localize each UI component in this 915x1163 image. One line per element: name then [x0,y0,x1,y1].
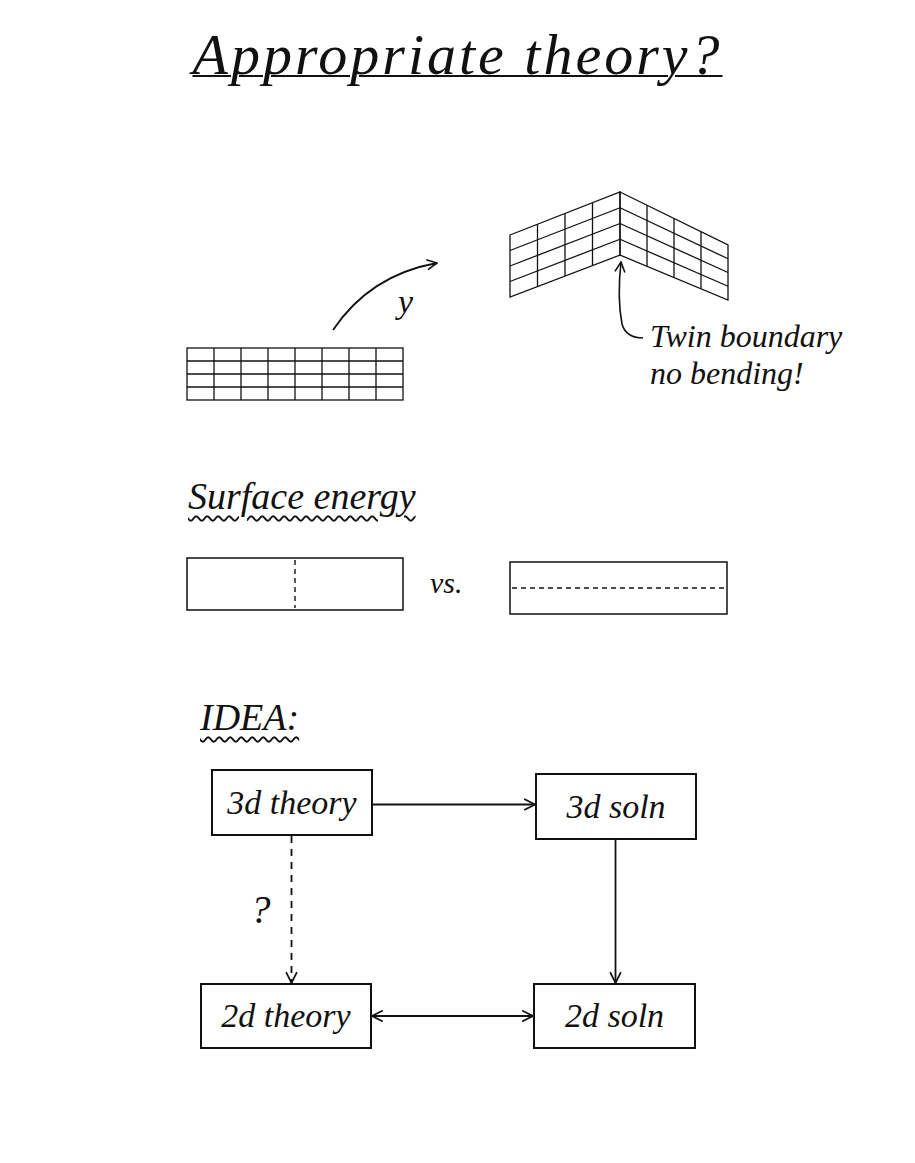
horizontal-cut [512,587,725,588]
leader-line [619,262,622,324]
edge-label: ? [248,886,274,933]
section-heading: IDEA: [200,696,299,740]
leader-line [622,324,643,338]
cut-specimen [187,558,403,610]
box-label: 3d theory [219,784,364,822]
flat-lattice [187,348,403,400]
deformation-arrow [333,263,437,330]
map-symbol: y [398,282,413,321]
title: Appropriate theory? [0,22,915,89]
process-box: 3d theory [211,769,373,836]
process-box: 3d soln [535,773,697,840]
arrow [373,804,535,806]
cut-specimen [510,562,727,614]
comparison-word: vs. [430,566,463,601]
vertical-cut [294,560,295,608]
arrow [372,1015,533,1017]
dashed-arrow [291,836,293,983]
section-heading: Surface energy [188,475,416,519]
process-box: 2d soln [533,983,696,1049]
arrow [615,840,617,983]
box-label: 2d theory [213,997,358,1035]
process-box: 2d theory [200,983,372,1049]
box-label: 3d soln [558,788,673,826]
box-label: 2d soln [557,997,672,1035]
callout-note: Twin boundary no bending! [650,318,865,392]
